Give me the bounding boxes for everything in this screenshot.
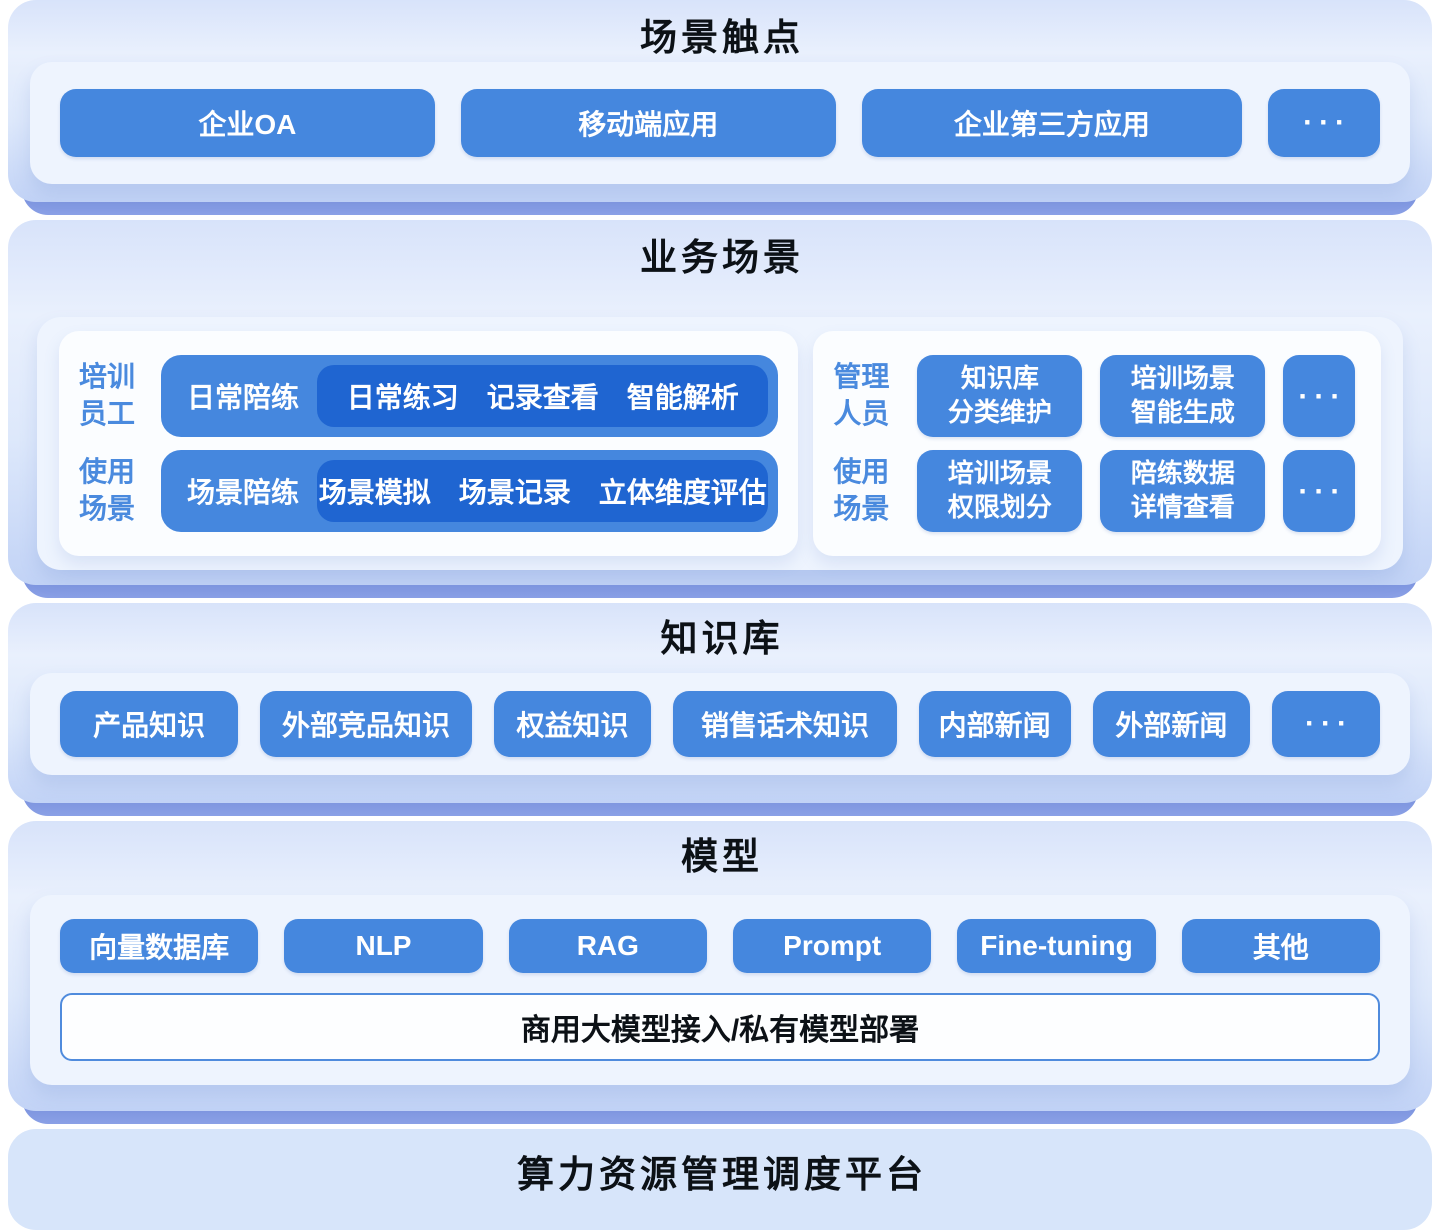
model-card: 向量数据库 NLP RAG Prompt Fine-tuning 其他 商用大模型接入/私… xyxy=(30,895,1410,1085)
model-chip: 其他 xyxy=(1181,919,1380,973)
knowledge-chip: 销售话术知识 xyxy=(673,691,897,757)
admin-chip: ··· xyxy=(1283,450,1356,532)
pill-inner-item: 场景模拟 xyxy=(318,477,431,508)
admin-chip: 知识库 分类维护 xyxy=(917,355,1083,437)
knowledge-chip: 内部新闻 xyxy=(918,691,1071,757)
pill-inner-item: 日常练习 xyxy=(346,382,459,413)
pill-inner-item: 立体维度评估 xyxy=(598,477,767,508)
model-access-bar: 商用大模型接入/私有模型部署 xyxy=(60,993,1380,1061)
touchpoint-chip: 企业第三方应用 xyxy=(861,89,1243,157)
layer-business: 业务场景 培训 员工 日常陪练 日常练习记录查看智能解析 使用 场景 场景陪练 xyxy=(8,220,1432,598)
pill-inner-item: 记录查看 xyxy=(486,382,599,413)
row-label-admin: 管理 人员 xyxy=(833,361,890,429)
model-chip: NLP xyxy=(284,919,483,973)
pill-daily-sparring-label: 日常陪练 xyxy=(187,382,300,413)
knowledge-chip: 产品知识 xyxy=(60,691,239,757)
pill-daily-sparring-inner: 日常练习记录查看智能解析 xyxy=(317,365,769,427)
knowledge-card: 产品知识外部竞品知识权益知识销售话术知识内部新闻外部新闻 ··· xyxy=(30,673,1410,775)
business-card: 培训 员工 日常陪练 日常练习记录查看智能解析 使用 场景 场景陪练 xyxy=(37,317,1403,570)
admin-row-2: 使用 场景 培训场景 权限划分陪练数据 详情查看··· xyxy=(833,450,1361,532)
business-panel: 业务场景 培训 员工 日常陪练 日常练习记录查看智能解析 使用 场景 场景陪练 xyxy=(8,220,1432,585)
pill-scenario-sparring-label: 场景陪练 xyxy=(187,477,300,508)
pill-daily-sparring: 日常陪练 日常练习记录查看智能解析 xyxy=(161,355,779,437)
knowledge-chip: 权益知识 xyxy=(493,691,652,757)
admin-row-1: 管理 人员 知识库 分类维护培训场景 智能生成··· xyxy=(833,355,1361,437)
knowledge-chip: 外部竞品知识 xyxy=(260,691,472,757)
model-chip: RAG xyxy=(508,919,707,973)
admin-scenarios-subcard: 管理 人员 知识库 分类维护培训场景 智能生成··· 使用 场景 培训场景 权限… xyxy=(813,331,1381,556)
touchpoints-panel: 场景触点 企业OA 移动端应用企业第三方应用 ··· xyxy=(8,0,1432,202)
pill-scenario-sparring: 场景陪练 场景模拟场景记录立体维度评估 xyxy=(161,450,779,532)
trainee-scenarios-subcard: 培训 员工 日常陪练 日常练习记录查看智能解析 使用 场景 场景陪练 xyxy=(59,331,799,556)
scenario-sparring-row: 使用 场景 场景陪练 场景模拟场景记录立体维度评估 xyxy=(79,450,779,532)
model-chip: Prompt xyxy=(732,919,932,973)
row-label-usage: 使用 场景 xyxy=(79,456,136,524)
model-title: 模型 xyxy=(681,836,763,877)
model-panel: 模型 向量数据库 NLP RAG Prompt Fine-tuning 其他 商用大模型接… xyxy=(8,821,1432,1111)
pill-inner-item: 场景记录 xyxy=(458,477,571,508)
layer-model: 模型 向量数据库 NLP RAG Prompt Fine-tuning 其他 商用大模型接… xyxy=(8,821,1432,1124)
model-chip: Fine-tuning xyxy=(957,919,1156,973)
knowledge-panel: 知识库 产品知识外部竞品知识权益知识销售话术知识内部新闻外部新闻 ··· xyxy=(8,603,1432,803)
touchpoint-chip: 企业OA xyxy=(60,89,435,157)
business-title: 业务场景 xyxy=(640,237,804,278)
layer-touchpoints: 场景触点 企业OA 移动端应用企业第三方应用 ··· xyxy=(8,0,1432,215)
admin-chip: 培训场景 智能生成 xyxy=(1100,355,1266,437)
knowledge-chip: 外部新闻 xyxy=(1092,691,1251,757)
pill-scenario-sparring-inner: 场景模拟场景记录立体维度评估 xyxy=(317,460,769,522)
daily-sparring-row: 培训 员工 日常陪练 日常练习记录查看智能解析 xyxy=(79,355,779,437)
layer-knowledge: 知识库 产品知识外部竞品知识权益知识销售话术知识内部新闻外部新闻 ··· xyxy=(8,603,1432,816)
admin-chip: 陪练数据 详情查看 xyxy=(1100,450,1266,532)
touchpoint-chip: 移动端应用 xyxy=(460,89,836,157)
knowledge-chip: ··· xyxy=(1272,691,1380,757)
model-chip: 向量数据库 xyxy=(60,919,259,973)
knowledge-title: 知识库 xyxy=(660,618,784,659)
pill-inner-item: 智能解析 xyxy=(626,382,739,413)
touchpoint-chip: ··· xyxy=(1268,89,1381,157)
model-chip-row: 向量数据库 NLP RAG Prompt Fine-tuning 其他 xyxy=(60,919,1380,973)
admin-chip: 培训场景 权限划分 xyxy=(917,450,1083,532)
row-label-admin-usage: 使用 场景 xyxy=(833,456,890,524)
touchpoints-card: 企业OA 移动端应用企业第三方应用 ··· xyxy=(30,62,1410,184)
compute-platform-panel: 算力资源管理调度平台 xyxy=(8,1129,1432,1230)
admin-chip: ··· xyxy=(1283,355,1356,437)
compute-platform-title: 算力资源管理调度平台 xyxy=(517,1153,927,1195)
touchpoints-title: 场景触点 xyxy=(640,17,804,58)
row-label-trainee: 培训 员工 xyxy=(79,361,136,429)
